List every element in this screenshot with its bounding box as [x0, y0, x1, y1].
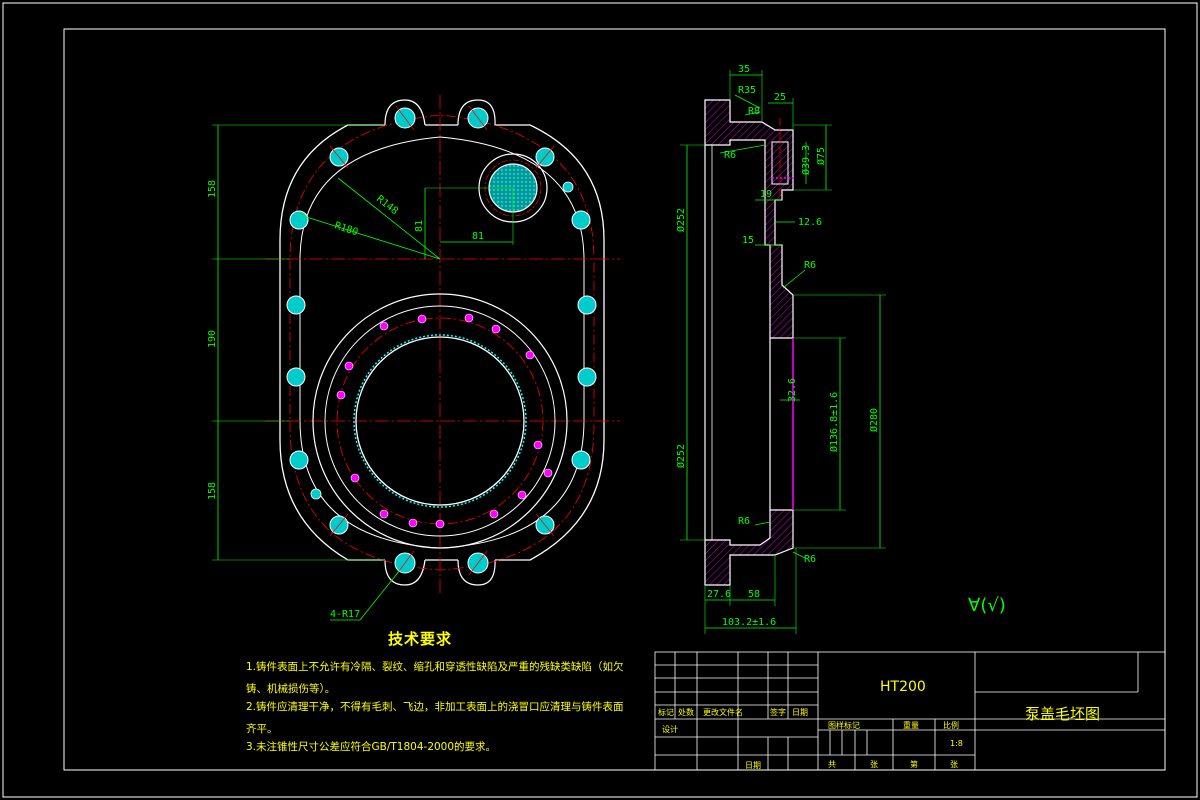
tech-note-3: 3.未注锥性尺寸公差应符合GB/T1804-2000的要求。: [246, 741, 497, 753]
dim-front-158-bottom: 158: [207, 482, 218, 500]
dim-4-r17: 4-R17: [330, 609, 360, 620]
bolt-hole-10: [577, 367, 597, 387]
tb-header-mark: 标记: [658, 707, 674, 717]
flange-bolt-holes: [286, 107, 597, 574]
dim-81-horizontal: 81: [472, 231, 484, 242]
material-label: HT200: [880, 679, 926, 695]
dim-side-r6-top: R6: [724, 150, 736, 161]
dim-side-r6-bottom-right: R6: [804, 554, 816, 565]
dim-side-19: 19: [760, 189, 772, 200]
title-block: [654, 651, 1166, 771]
dim-side-27-6: 27.6: [707, 589, 731, 600]
tb-bottom-total: 共: [828, 760, 836, 769]
tech-note-1-cont: 铸、机械损伤等）。: [246, 683, 336, 695]
dim-front-190: 190: [207, 330, 218, 348]
dim-side-25: 25: [774, 92, 786, 103]
dim-side-dia-75: Ø75: [815, 147, 827, 165]
bolt-pitch-line: [289, 114, 595, 571]
bore-flange-holes: [336, 313, 553, 529]
technical-requirements-heading: 技术要求: [388, 630, 453, 648]
bolt-hole-6: [571, 210, 591, 230]
dim-side-dia-252-top: Ø252: [675, 208, 687, 232]
tb-label-weight: 重量: [903, 720, 919, 730]
bottom-boss-left: [384, 559, 426, 586]
top-boss-right: [457, 99, 496, 126]
r148-leader: [337, 177, 441, 260]
tb-header-sign: 签字: [770, 707, 786, 717]
bore-outer-ring: [312, 293, 568, 549]
dim-side-dia-280: Ø280: [868, 408, 880, 432]
dim-r180: R180: [333, 220, 359, 238]
inner-frame: [63, 28, 1166, 771]
dim-side-12-6: 12.6: [798, 217, 822, 228]
dim-side-r35: R35: [738, 85, 756, 96]
title-block-text: 标记 处数 更改文件名 签字 日期 设计 日期 图样标记 重量 比例 1:8 共…: [658, 707, 963, 770]
dim-side-dia-136: Ø136.8±1.6: [828, 392, 840, 452]
front-view: 158 190 158 R148 R180 81 81 4-R17: [207, 95, 620, 621]
bore-hatch-edge: [353, 334, 527, 508]
roughness-symbol: ∀(√): [968, 595, 1006, 616]
bore-pitch-circle: [336, 317, 544, 525]
side-view: 35 R35 25 R8 R6 Ø39.3 Ø75 19 12.6 Ø252 1…: [675, 64, 886, 634]
dim-side-15: 15: [742, 235, 754, 246]
bore-flange-ring: [324, 305, 556, 537]
drawing-title: 泵盖毛坯图: [1025, 705, 1101, 723]
small-hole-a: [562, 181, 574, 193]
tb-bottom-sheet-no: 第: [910, 759, 918, 769]
tb-role-design: 设计: [662, 724, 678, 734]
dim-side-58: 58: [748, 589, 760, 600]
bore: [355, 336, 525, 506]
r180-leader: [299, 214, 441, 260]
dim-side-r6-bottom-left: R6: [738, 516, 750, 527]
dim-front-158-top: 158: [207, 180, 218, 198]
dim-side-r8: R8: [748, 106, 760, 117]
tb-bottom-sheet: 张: [950, 760, 958, 769]
dim-r148: R148: [374, 194, 400, 218]
tb-header-date: 日期: [792, 708, 808, 717]
bolt-hole-7: [286, 295, 306, 315]
dim-side-32-6: 32.6: [787, 378, 798, 402]
tech-note-2-cont: 齐平。: [246, 723, 278, 735]
dim-side-dia-252-bottom: Ø252: [675, 444, 687, 468]
bolt-hole-12: [571, 450, 591, 470]
bottom-boss-right: [457, 559, 496, 586]
front-outer-contour: [279, 124, 605, 561]
tb-header-file: 更改文件名: [703, 707, 743, 717]
dim-side-35: 35: [738, 64, 750, 75]
bolt-hole-9: [286, 367, 306, 387]
front-inner-contour: [299, 136, 585, 549]
bolt-hole-5: [289, 210, 309, 230]
tb-label-marking: 图样标记: [828, 720, 860, 730]
small-hole-b: [310, 488, 322, 500]
bolt-hole-11: [289, 450, 309, 470]
tb-role-date: 日期: [745, 761, 761, 770]
dim-side-r6-mid: R6: [804, 260, 816, 271]
bolt-hole-8: [577, 295, 597, 315]
tb-label-scale: 比例: [943, 720, 959, 730]
tb-bottom-sheets: 张: [870, 760, 878, 769]
tb-header-count: 处数: [678, 707, 694, 717]
dim-side-103: 103.2±1.6: [722, 617, 776, 628]
tb-scale-value: 1:8: [950, 739, 963, 748]
dim-side-dia-39: Ø39.3: [800, 145, 812, 175]
top-boss-left: [384, 99, 426, 126]
tech-note-1: 1.铸件表面上不允许有冷隔、裂纹、缩孔和穿透性缺陷及严重的残缺类缺陷（如欠: [246, 661, 624, 673]
dim-81-vertical: 81: [414, 220, 425, 232]
tech-note-2: 2.铸件应清理干净，不得有毛刺、飞边，非加工表面上的浇冒口应清理与铸件表面: [246, 701, 624, 713]
